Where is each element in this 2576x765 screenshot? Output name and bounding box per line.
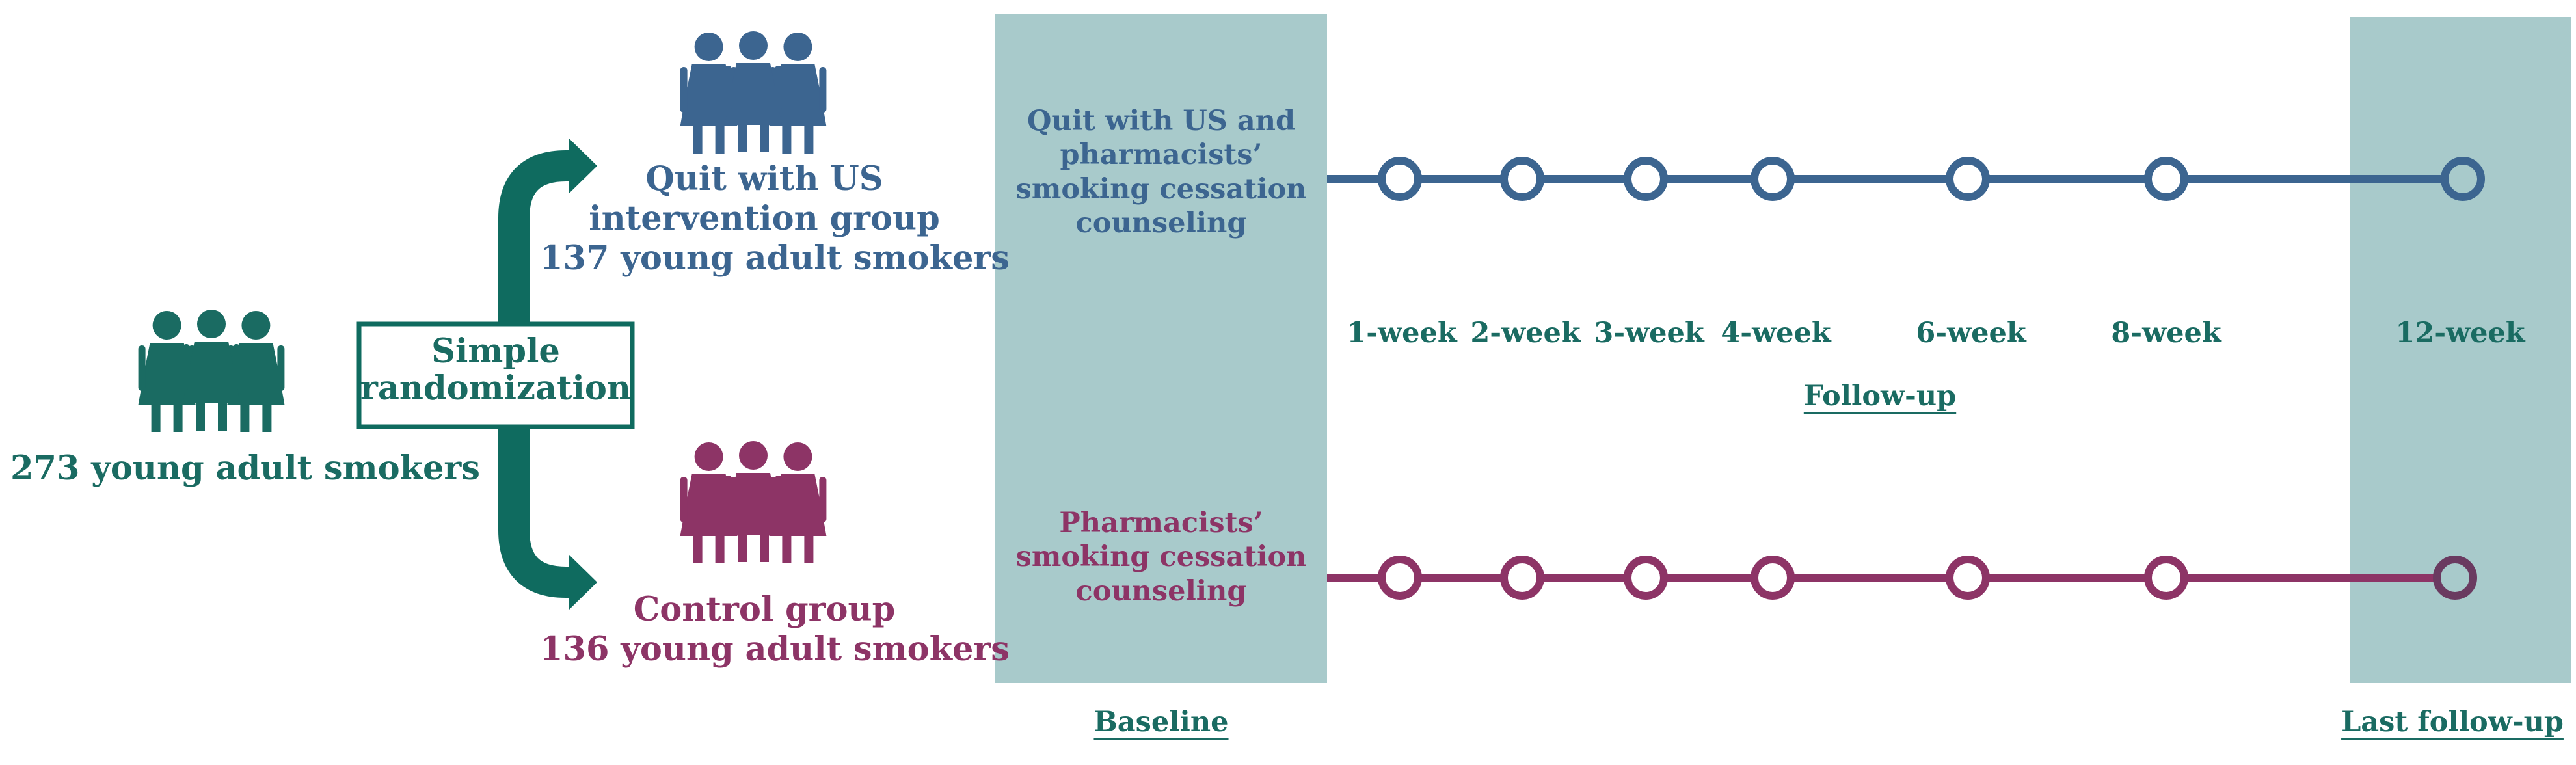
week-label-3: 3-week: [1594, 317, 1704, 349]
intervention-group-line-2: intervention group: [589, 199, 940, 239]
randomization-box: [356, 321, 635, 429]
control-group-label: Control group 136 young adult smokers: [540, 590, 1010, 669]
week-label-4: 4-week: [1721, 317, 1831, 349]
control-milestone-5: [1946, 556, 1990, 600]
intervention-milestone-4: [1751, 157, 1795, 201]
baseline-control-label: Pharmacists’ smoking cessation counselin…: [995, 506, 1327, 608]
baseline-intervention-line-2: pharmacists’: [1060, 139, 1263, 172]
intervention-milestone-1: [1378, 157, 1422, 201]
milestone-nodes: [1378, 157, 2485, 600]
week-label-8: 8-week: [2111, 317, 2221, 349]
control-milestone-1: [1378, 556, 1422, 600]
week-label-2: 2-week: [1470, 317, 1581, 349]
randomization-line-1: Simple: [431, 332, 560, 371]
three-women-icon: [680, 441, 827, 563]
intervention-group-line-3: 137 young adult smokers: [540, 239, 1010, 278]
intervention-milestone-3: [1624, 157, 1668, 201]
last-followup-label: Last follow-up: [2341, 706, 2564, 738]
control-milestone-3: [1624, 556, 1668, 600]
three-women-icon: [680, 31, 827, 154]
total-participants-label: 273 young adult smokers: [10, 449, 480, 488]
control-milestone-6: [2144, 556, 2188, 600]
baseline-panel: [995, 14, 1327, 683]
intervention-milestone-6: [2144, 157, 2188, 201]
baseline-control-line-3: counseling: [1075, 574, 1247, 608]
baseline-control-line-1: Pharmacists’: [1059, 507, 1263, 539]
control-group-line-2: 136 young adult smokers: [540, 630, 1010, 669]
baseline-control-line-2: smoking cessation: [1015, 541, 1307, 574]
baseline-intervention-line-3: smoking cessation: [1015, 172, 1307, 206]
followup-label: Follow-up: [1803, 380, 1957, 412]
week-label-12: 12-week: [2395, 317, 2525, 349]
three-women-icon: [138, 310, 285, 432]
week-label-1: 1-week: [1347, 317, 1457, 349]
week-label-6: 6-week: [1916, 317, 2026, 349]
intervention-milestone-5: [1946, 157, 1990, 201]
control-group-line-1: Control group: [633, 590, 896, 629]
randomization-label: Simple randomization: [359, 332, 632, 409]
control-milestone-2: [1500, 556, 1544, 600]
randomization-line-2: randomization: [360, 369, 632, 409]
split-arrow-icon: [498, 138, 597, 610]
baseline-intervention-line-4: counseling: [1075, 207, 1247, 240]
control-milestone-12-week: [2433, 556, 2477, 600]
baseline-label: Baseline: [1093, 706, 1229, 738]
intervention-group-label: Quit with US intervention group 137 youn…: [540, 159, 1010, 279]
baseline-intervention-label: Quit with US and pharmacists’ smoking ce…: [995, 104, 1327, 241]
control-milestone-4: [1751, 556, 1795, 600]
baseline-intervention-line-1: Quit with US and: [1026, 105, 1296, 137]
intervention-group-line-1: Quit with US: [645, 159, 883, 198]
intervention-milestone-2: [1500, 157, 1544, 201]
intervention-milestone-12-week: [2441, 157, 2485, 201]
